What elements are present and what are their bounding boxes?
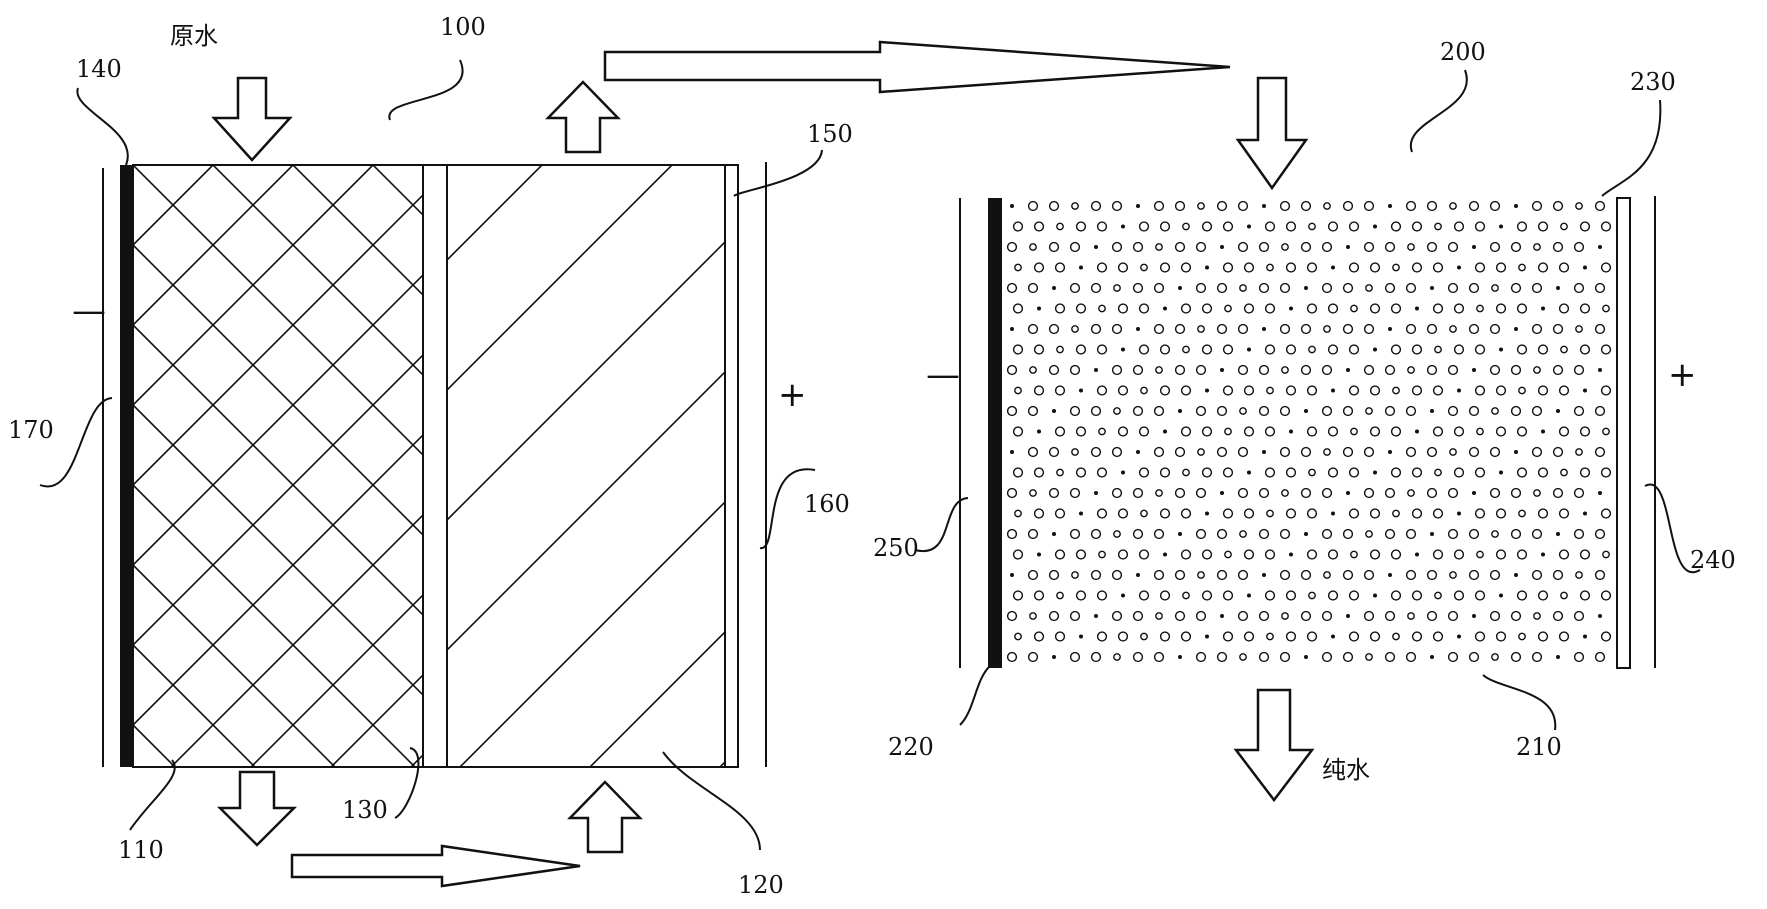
leader-150: [733, 149, 823, 197]
device-200: [959, 196, 1656, 669]
label-130: 130: [342, 796, 388, 824]
label-150: 150: [807, 120, 853, 148]
positive-sign-2: +: [1668, 355, 1697, 395]
leader-200: [1409, 69, 1468, 153]
leader-230: [1601, 99, 1662, 197]
label-200: 200: [1440, 38, 1486, 66]
pure-water-label: 纯水: [1322, 756, 1370, 784]
arrows-device-200: [1233, 76, 1315, 803]
label-220: 220: [888, 733, 934, 761]
middle-membrane-130: [422, 164, 448, 768]
right-membrane-150: [724, 164, 739, 768]
leaders-device-100: [39, 59, 823, 851]
label-170: 170: [8, 416, 54, 444]
transfer-arrow-top: [603, 40, 1231, 94]
transfer-arrow-bottom: [290, 844, 581, 888]
label-100: 100: [440, 13, 486, 41]
label-120: 120: [738, 871, 784, 899]
leader-140: [76, 87, 129, 166]
left-outlet-down-arrow: [216, 770, 298, 847]
leader-120: [662, 751, 761, 851]
leader-100: [388, 59, 464, 121]
label-230: 230: [1630, 68, 1676, 96]
leader-220: [959, 665, 991, 726]
diagonal-pattern: [447, 165, 725, 767]
positive-sign-1: +: [778, 375, 807, 415]
outlet-up-arrow: [545, 80, 621, 154]
label-160: 160: [804, 490, 850, 518]
label-250: 250: [873, 534, 919, 562]
label-210: 210: [1516, 733, 1562, 761]
leader-240: [1644, 483, 1701, 574]
leader-250: [914, 497, 969, 553]
label-240: 240: [1690, 546, 1736, 574]
leader-170: [39, 397, 113, 488]
crosshatch-pattern: [133, 165, 423, 767]
device-100: [102, 162, 767, 768]
negative-sign-2: —: [926, 355, 960, 395]
leader-160: [759, 468, 816, 550]
resin-bed-210: [1006, 200, 1612, 663]
membrane-230: [1616, 197, 1631, 669]
label-140: 140: [76, 55, 122, 83]
right-bed-120: [446, 164, 726, 768]
leader-110: [129, 759, 176, 831]
leader-130: [394, 747, 420, 819]
leaders-device-200: [914, 69, 1701, 731]
arrows-device-100: [211, 40, 1231, 888]
cathode-plate-220: [988, 198, 1002, 668]
label-110: 110: [118, 836, 164, 864]
cathode-plate-140: [120, 165, 134, 767]
inlet-down-arrow-200: [1235, 76, 1309, 191]
raw-water-inlet-arrow: [211, 76, 293, 162]
raw-water-label: 原水: [170, 22, 218, 50]
left-bed-110: [132, 164, 424, 768]
pure-water-outlet-arrow: [1233, 688, 1315, 803]
negative-sign-1: —: [72, 291, 106, 331]
leader-210: [1482, 674, 1557, 731]
right-inlet-up-arrow: [567, 780, 643, 854]
